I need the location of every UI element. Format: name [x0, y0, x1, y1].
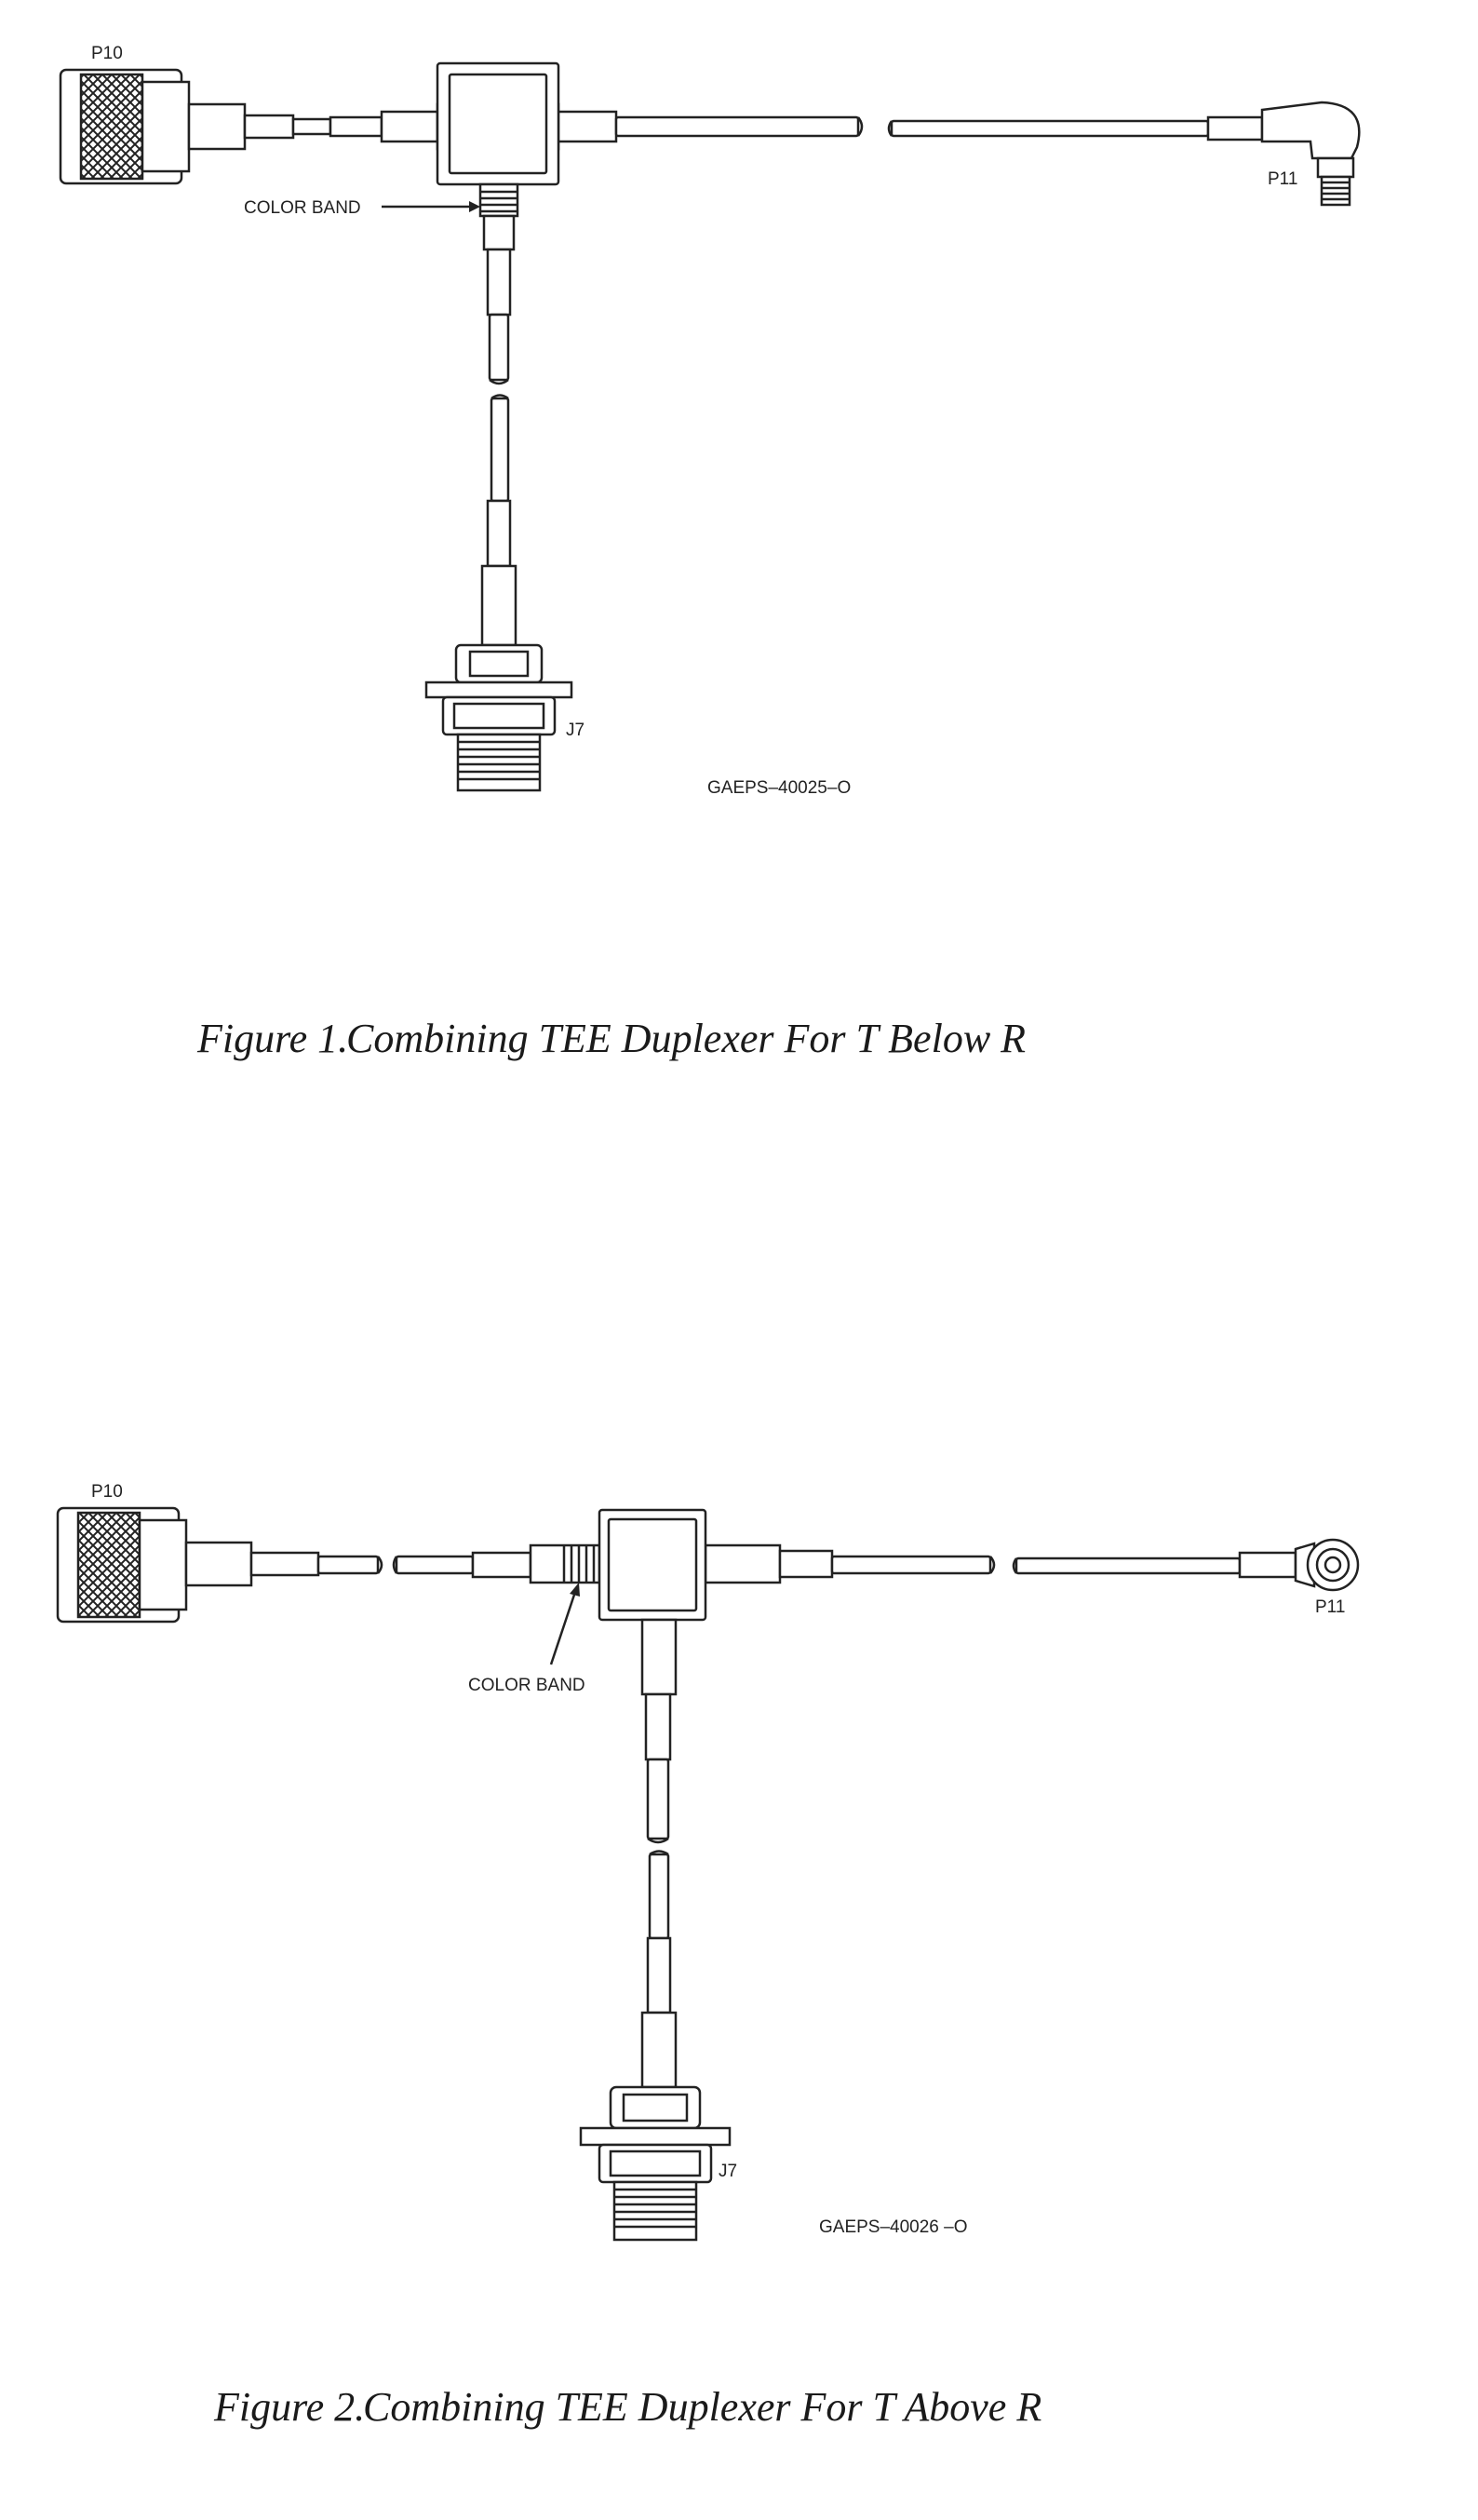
vertical-cable: [640, 1618, 678, 2089]
p10-connector: [56, 1506, 383, 1624]
p11-connector: [1260, 101, 1361, 207]
vertical-cable: [478, 182, 519, 647]
p10-label: P10: [91, 44, 123, 63]
p11-label: P11: [1315, 1597, 1345, 1617]
figure-2-code: GAEPS–40026 –O: [819, 2217, 968, 2237]
figure-1-title: Combining TEE Duplexer For T Below R: [346, 1016, 1027, 1061]
tee-housing: [436, 61, 560, 186]
j7-connector: [579, 2085, 732, 2242]
figure-1-caption: Figure 1.Combining TEE Duplexer For T Be…: [197, 1015, 1026, 1062]
figure-1-diagram: P10 P11 COLOR BAND: [59, 44, 1361, 798]
color-band-arrow: [549, 1591, 577, 1665]
figure-1-code: GAEPS–40025–O: [707, 778, 851, 798]
p10-label: P10: [91, 1482, 123, 1502]
figure-2-caption: Figure 2.Combining TEE Duplexer For T Ab…: [214, 2383, 1041, 2431]
tee-housing: [598, 1508, 707, 1622]
main-cable: [392, 1543, 1297, 1584]
p11-connector: [1294, 1538, 1360, 1592]
j7-connector: [424, 643, 573, 792]
figure-2-diagram: P10 P11 COLOR BAND: [56, 1482, 1360, 2242]
figure-1-number: Figure 1.: [197, 1016, 349, 1061]
j7-label: J7: [719, 2162, 737, 2181]
j7-label: J7: [566, 721, 584, 740]
figure-2-title: Combining TEE Duplexer For T Above R: [363, 2384, 1042, 2430]
p11-label: P11: [1268, 169, 1297, 189]
figure-2-number: Figure 2.: [214, 2384, 366, 2430]
color-band-label: COLOR BAND: [468, 1676, 585, 1695]
color-band-label: COLOR BAND: [244, 198, 361, 218]
p10-connector: [59, 68, 332, 185]
